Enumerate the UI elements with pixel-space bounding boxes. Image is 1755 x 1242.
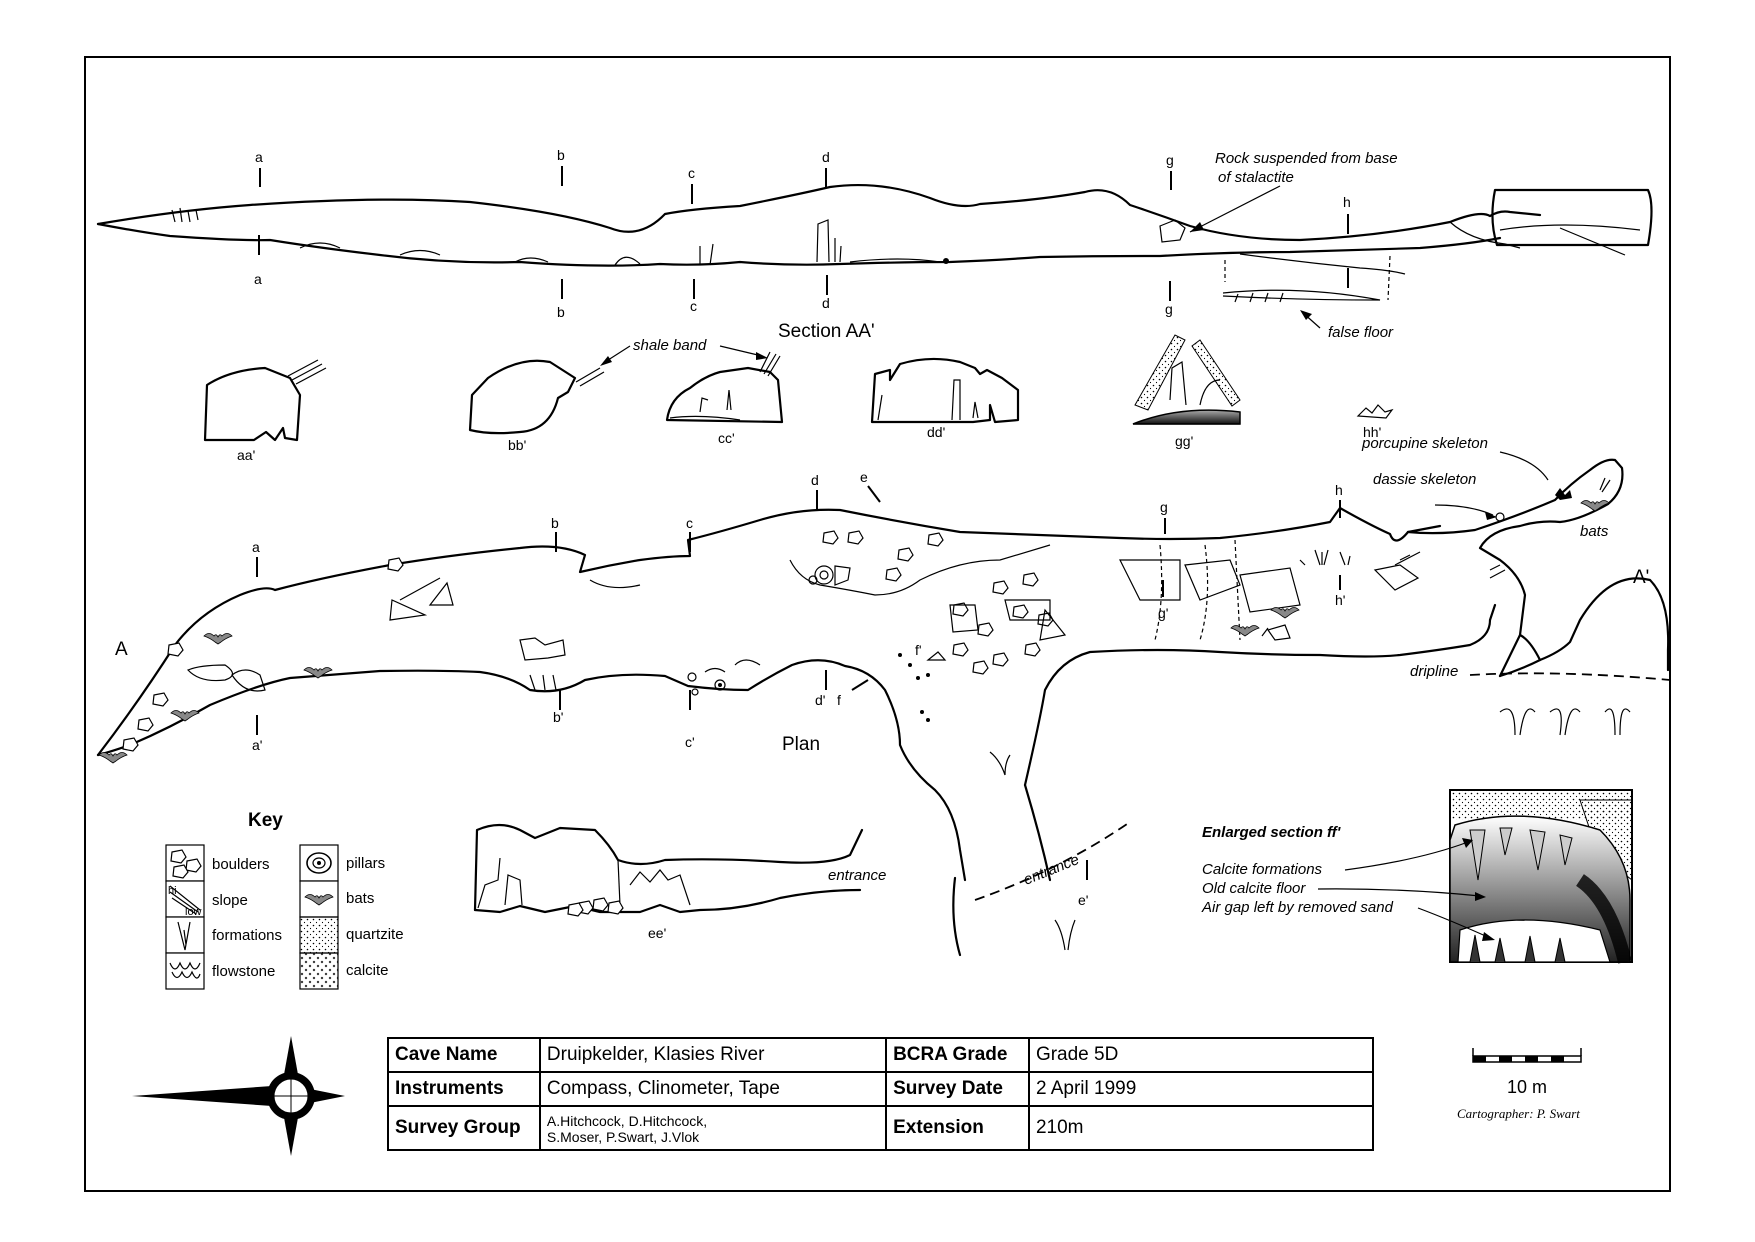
cartographer-credit: Cartographer: P. Swart bbox=[1457, 1106, 1580, 1121]
bcra-grade-key: BCRA Grade bbox=[885, 1037, 1030, 1073]
plan-tick-b-prime: b' bbox=[553, 709, 563, 725]
plan-tick-f-prime: f' bbox=[915, 642, 922, 658]
key-pillars: pillars bbox=[346, 855, 385, 872]
formation-icon bbox=[177, 921, 191, 951]
plan-tick-a-prime: a' bbox=[252, 737, 262, 753]
cross-sections bbox=[203, 334, 1394, 442]
tick-a-top: a bbox=[255, 149, 263, 165]
plan-tick-a: a bbox=[252, 539, 260, 555]
enlarged-section bbox=[1449, 789, 1633, 964]
tick-d-bottom: d bbox=[822, 295, 830, 311]
bcra-grade-value: Grade 5D bbox=[1027, 1037, 1375, 1073]
key-boulders: boulders bbox=[212, 856, 270, 873]
table-row: Instruments Compass, Clinometer, Tape Su… bbox=[387, 1071, 1375, 1107]
extension-key: Extension bbox=[885, 1105, 1030, 1151]
survey-group-line1: A.Hitchcock, D.Hitchcock, bbox=[546, 1112, 708, 1129]
section-title: Section AA' bbox=[778, 321, 875, 342]
plan-tick-d: d bbox=[811, 472, 819, 488]
cross-section-gg-label: gg' bbox=[1175, 433, 1193, 449]
plan-tick-e: e bbox=[860, 469, 868, 485]
cross-section-dd-label: dd' bbox=[927, 424, 945, 440]
tick-g-top: g bbox=[1166, 152, 1174, 168]
plan-title: Plan bbox=[782, 734, 820, 755]
plan-tick-h-prime: h' bbox=[1335, 592, 1345, 608]
instruments-key: Instruments bbox=[387, 1071, 541, 1107]
cross-section-hh-label: hh' bbox=[1363, 424, 1381, 440]
plan-tick-f: f bbox=[837, 692, 841, 708]
table-row: Cave Name Druipkelder, Klasies River BCR… bbox=[387, 1037, 1375, 1073]
key-bats: bats bbox=[346, 890, 374, 907]
enlarged-label-formations: Calcite formations bbox=[1202, 861, 1323, 878]
entrance-ee-label: entrance bbox=[828, 867, 886, 884]
table-row: Survey Group A.Hitchcock, D.Hitchcock, S… bbox=[387, 1105, 1375, 1151]
survey-group-value: A.Hitchcock, D.Hitchcock, S.Moser, P.Swa… bbox=[538, 1105, 888, 1151]
tick-b-top: b bbox=[557, 147, 565, 163]
cross-section-bb-label: bb' bbox=[508, 437, 526, 453]
plan-tick-e-prime: e' bbox=[1078, 892, 1088, 908]
cross-section-ee bbox=[473, 823, 864, 917]
key-formations: formations bbox=[212, 927, 282, 944]
tick-d-top: d bbox=[822, 149, 830, 165]
dassie-label: dassie skeleton bbox=[1373, 471, 1476, 488]
enlarged-label-floor: Old calcite floor bbox=[1202, 880, 1306, 897]
key-slope: slope bbox=[212, 892, 248, 909]
cross-section-ee-label: ee' bbox=[648, 925, 666, 941]
key-quartzite: quartzite bbox=[346, 926, 404, 943]
survey-date-value: 2 April 1999 bbox=[1027, 1071, 1375, 1107]
scale-label: 10 m bbox=[1507, 1077, 1547, 1097]
enlarged-title: Enlarged section ff' bbox=[1202, 824, 1341, 841]
plan-tick-g-prime: g' bbox=[1158, 605, 1168, 621]
section-ticks: a b c d g h a b c d g bbox=[254, 147, 1351, 320]
compass-rose-icon bbox=[132, 1036, 345, 1156]
pillar-icon bbox=[306, 852, 332, 874]
scale-bar bbox=[1472, 1048, 1582, 1063]
plan-tick-b: b bbox=[551, 515, 559, 531]
legend: Key hi low boulder bbox=[165, 810, 404, 990]
cross-section-cc-label: cc' bbox=[718, 430, 735, 446]
entrance-plan-label: entrance bbox=[1021, 851, 1081, 889]
dripline-label: dripline bbox=[1410, 663, 1458, 680]
slope-hi-label: hi bbox=[168, 885, 177, 897]
porcupine-label: porcupine skeleton bbox=[1361, 435, 1488, 452]
rock-note-line1: Rock suspended from base bbox=[1215, 150, 1398, 167]
plan-tick-d-prime: d' bbox=[815, 692, 825, 708]
instruments-value: Compass, Clinometer, Tape bbox=[538, 1071, 888, 1107]
plan-end-a-prime: A' bbox=[1633, 567, 1649, 588]
slope-low-label: low bbox=[185, 906, 202, 918]
tick-c-bottom: c bbox=[690, 298, 697, 314]
tick-h-top: h bbox=[1343, 194, 1351, 210]
cave-name-value: Druipkelder, Klasies River bbox=[538, 1037, 888, 1073]
plan-ticks: a b c d e g h a' b' c' d' f f' g' h' e' bbox=[252, 469, 1345, 908]
cross-section-aa-label: aa' bbox=[237, 447, 255, 463]
survey-group-key: Survey Group bbox=[387, 1105, 541, 1151]
tick-a-bottom: a bbox=[254, 271, 262, 287]
flowstone-icon bbox=[169, 961, 201, 979]
tick-c-top: c bbox=[688, 165, 695, 181]
section-aa bbox=[96, 183, 1653, 303]
rock-note-line2: of stalactite bbox=[1218, 169, 1294, 186]
plan bbox=[96, 458, 1671, 957]
survey-info-table: Cave Name Druipkelder, Klasies River BCR… bbox=[387, 1037, 1375, 1151]
plan-tick-c-prime: c' bbox=[685, 734, 695, 750]
map-border bbox=[84, 56, 1671, 1192]
key-title: Key bbox=[248, 810, 283, 831]
tick-g-bottom: g bbox=[1165, 301, 1173, 317]
plan-end-a: A bbox=[115, 639, 128, 660]
extension-value: 210m bbox=[1027, 1105, 1375, 1151]
cave-name-key: Cave Name bbox=[387, 1037, 541, 1073]
key-flowstone: flowstone bbox=[212, 963, 275, 980]
bats-label: bats bbox=[1580, 523, 1609, 540]
plan-tick-c: c bbox=[686, 515, 693, 531]
tick-b-bottom: b bbox=[557, 304, 565, 320]
enlarged-label-airgap: Air gap left by removed sand bbox=[1201, 899, 1394, 916]
slope-icon bbox=[169, 885, 201, 915]
shale-band-label: shale band bbox=[633, 337, 707, 354]
false-floor-label: false floor bbox=[1328, 324, 1394, 341]
plan-tick-g: g bbox=[1160, 499, 1168, 515]
plan-tick-h: h bbox=[1335, 482, 1343, 498]
survey-date-key: Survey Date bbox=[885, 1071, 1030, 1107]
key-calcite: calcite bbox=[346, 962, 389, 979]
survey-group-line2: S.Moser, P.Swart, J.Vlok bbox=[546, 1128, 700, 1145]
